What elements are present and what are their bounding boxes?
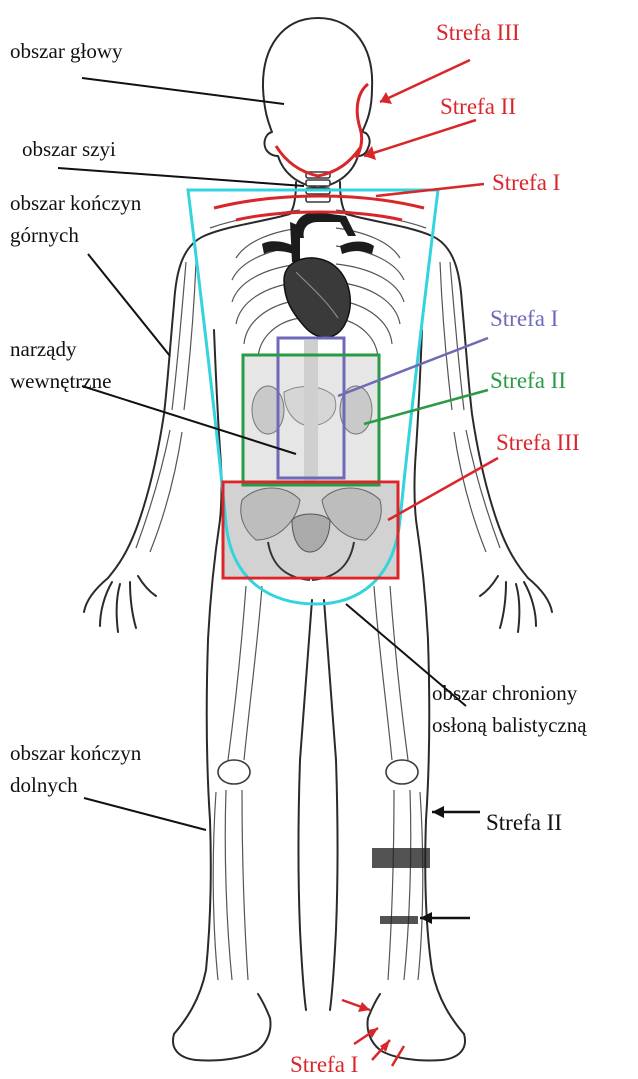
- left-knee: [218, 760, 250, 784]
- label-upper-limbs-line2: górnych: [10, 223, 79, 247]
- right-shin: [388, 790, 423, 980]
- abdominal-organs: [224, 340, 398, 580]
- left-foot: [173, 994, 271, 1061]
- right-knee: [386, 760, 418, 784]
- left-femur: [228, 586, 262, 760]
- left-hand: [84, 576, 156, 632]
- label-protected-line2: osłoną balistyczną: [432, 713, 587, 737]
- right-femur: [374, 586, 408, 760]
- label-upper-limbs-line1: obszar kończyn: [10, 191, 142, 215]
- shin-injury-mark: [372, 848, 430, 868]
- right-hand: [480, 576, 552, 632]
- zone-label-organ-1: Strefa I: [490, 306, 558, 331]
- label-head: obszar głowy: [10, 39, 123, 63]
- label-organs-line2: wewnętrzne: [10, 369, 111, 393]
- zone-label-leg-2: Strefa II: [486, 810, 562, 835]
- zone-label-organ-3: Strefa III: [496, 430, 580, 455]
- zone-label-foot-1: Strefa I: [290, 1052, 358, 1077]
- label-lower-limbs-line2: dolnych: [10, 773, 78, 797]
- zone-label-head-1: Strefa I: [492, 170, 560, 195]
- label-protected-line1: obszar chroniony: [432, 681, 578, 705]
- zone-label-head-2: Strefa II: [440, 94, 516, 119]
- zone-label-head-3: Strefa III: [436, 20, 520, 45]
- ankle-injury-mark: [380, 916, 418, 924]
- label-lower-limbs-line1: obszar kończyn: [10, 741, 142, 765]
- zone-label-organ-2: Strefa II: [490, 368, 566, 393]
- label-neck: obszar szyi: [22, 137, 116, 161]
- heart: [262, 212, 374, 337]
- left-shin: [213, 790, 248, 980]
- label-organs-line1: narządy: [10, 337, 77, 361]
